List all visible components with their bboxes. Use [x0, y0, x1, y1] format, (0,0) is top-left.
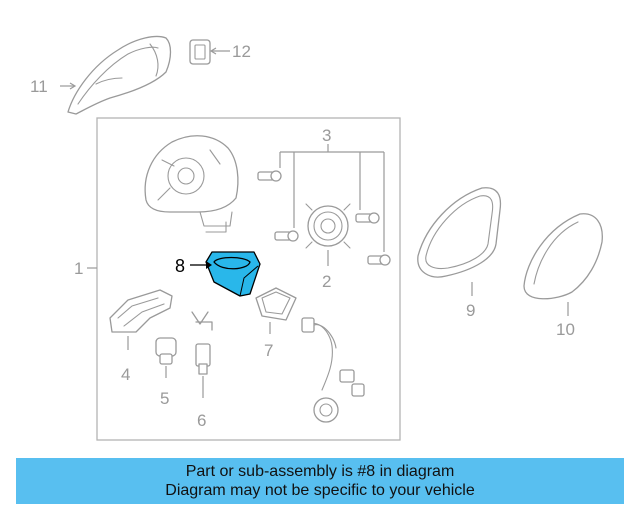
info-banner: Part or sub-assembly is #8 in diagram Di… [16, 458, 624, 504]
part-9-glass-base[interactable] [417, 187, 502, 278]
parts-diagram: 11 12 3 2 1 8 [30, 35, 603, 441]
mirror-housing-bracket[interactable] [144, 135, 239, 233]
assembly-frame [96, 117, 401, 441]
callout-3: 3 [322, 126, 331, 145]
part-6-terminal[interactable] [191, 311, 213, 375]
callout-12: 12 [232, 42, 251, 61]
callout-10: 10 [556, 320, 575, 339]
part-8-highlighted-cover[interactable] [205, 251, 261, 297]
part-3-screws[interactable] [257, 170, 391, 266]
callout-11: 11 [30, 77, 48, 96]
banner-line-1: Part or sub-assembly is #8 in diagram [185, 463, 455, 480]
part-2-actuator[interactable] [305, 203, 351, 249]
callout-5: 5 [160, 389, 169, 408]
callout-7: 7 [264, 341, 273, 360]
wire-harness[interactable] [301, 317, 365, 423]
callout-6: 6 [197, 411, 206, 430]
banner-line-2: Diagram may not be specific to your vehi… [165, 482, 475, 499]
callout-2: 2 [322, 272, 331, 291]
callout-1: 1 [74, 259, 83, 278]
part-4-bracket[interactable] [109, 289, 173, 333]
part-5-socket[interactable] [155, 337, 177, 365]
part-7-gasket[interactable] [255, 287, 297, 321]
callout-9: 9 [466, 301, 475, 320]
callout-4: 4 [121, 365, 130, 384]
callout-8: 8 [175, 256, 185, 276]
part-10-mirror-glass[interactable] [523, 213, 603, 300]
part-12-clip[interactable] [189, 39, 211, 65]
part-11-mirror-cover[interactable] [67, 35, 172, 115]
